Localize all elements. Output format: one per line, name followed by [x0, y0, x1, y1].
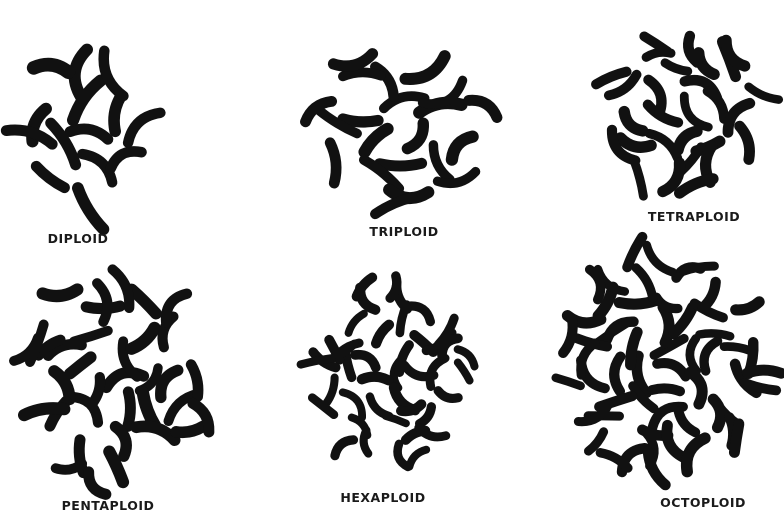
chromosome — [647, 245, 673, 272]
chromosome — [430, 358, 445, 386]
chromosome — [627, 237, 642, 267]
chromosome — [703, 282, 716, 308]
chromosome — [132, 328, 155, 349]
chromosome — [726, 40, 745, 66]
chromosome — [749, 87, 779, 100]
chromosome — [407, 123, 423, 148]
chromosome — [724, 347, 750, 351]
chromosome — [343, 119, 378, 122]
label-octoploid: OCTOPLOID — [660, 495, 746, 510]
chromosome — [687, 438, 705, 471]
chromosome — [657, 363, 685, 376]
chromosome — [636, 268, 653, 298]
label-diploid: DIPLOID — [48, 231, 109, 246]
chromosome — [704, 341, 718, 371]
chromosome — [690, 339, 697, 372]
chromosome — [556, 378, 581, 386]
chromosome — [334, 54, 373, 66]
chromosome — [114, 96, 121, 132]
chromosome — [376, 325, 389, 344]
chromosome — [679, 411, 696, 432]
chromosome — [663, 307, 669, 343]
panel-hexaploid — [301, 276, 475, 467]
chromosome — [644, 36, 668, 51]
chromosome — [362, 377, 389, 381]
chromosome — [684, 96, 708, 127]
chromosome — [663, 163, 680, 192]
label-pentaploid: PENTAPLOID — [62, 498, 155, 513]
panel-octoploid — [556, 237, 781, 485]
chromosome — [54, 371, 69, 399]
chromosome — [634, 160, 644, 196]
chromosome — [684, 266, 715, 271]
chromosome — [386, 416, 406, 423]
chromosome — [111, 151, 142, 168]
chromosome — [36, 166, 64, 187]
chromosome — [469, 100, 497, 117]
chromosome — [419, 428, 446, 437]
chromosome — [70, 357, 91, 373]
chromosome — [128, 113, 160, 143]
chromosome — [343, 72, 381, 76]
chromosome — [438, 391, 458, 399]
chromosome — [667, 425, 683, 457]
chromosome — [132, 290, 156, 314]
chromosome — [176, 427, 203, 433]
chromosome — [70, 129, 108, 139]
chromosome — [708, 91, 725, 119]
chromosome — [104, 51, 124, 96]
chromosome — [380, 163, 422, 166]
chromosome — [736, 302, 760, 310]
chromosome — [365, 129, 388, 152]
chromosome — [116, 427, 127, 457]
chromosome — [740, 126, 750, 159]
chromosome — [621, 138, 652, 147]
chromosome — [330, 143, 336, 183]
chromosome — [614, 357, 620, 392]
chromosome — [78, 188, 104, 229]
chromosome — [406, 56, 445, 79]
chromosome — [590, 270, 601, 300]
panel-triploid — [306, 54, 498, 214]
chromosome — [596, 72, 626, 85]
chromosome — [452, 137, 473, 160]
panel-pentaploid — [14, 270, 209, 495]
chromosome — [390, 276, 397, 298]
chromosome — [747, 370, 781, 373]
chromosome — [43, 290, 78, 297]
chromosome — [161, 370, 178, 397]
chromosome — [355, 355, 376, 368]
chromosome — [24, 408, 64, 415]
chromosome — [364, 430, 369, 453]
chromosome — [652, 388, 680, 391]
chromosome — [335, 440, 354, 456]
label-tetraploid: TETRAPLOID — [648, 209, 740, 224]
panel-diploid — [6, 50, 160, 230]
label-triploid: TRIPLOID — [369, 224, 438, 239]
chromosome — [563, 318, 573, 353]
chromosome — [665, 63, 688, 71]
chromosome — [409, 450, 426, 467]
chromosome — [744, 383, 776, 391]
chromosome — [128, 392, 131, 427]
chromosome — [690, 372, 702, 404]
chromosome — [324, 378, 335, 407]
panel-tetraploid — [596, 36, 779, 196]
chromosome — [97, 283, 107, 322]
label-hexaploid: HEXAPLOID — [340, 490, 425, 505]
chromosome — [375, 198, 412, 215]
chromosome — [34, 65, 69, 73]
chromosome — [136, 426, 174, 440]
chromosome — [56, 464, 83, 470]
chromosome — [89, 472, 106, 494]
chromosome — [458, 362, 470, 380]
chromosome — [624, 112, 643, 131]
chromosome — [734, 424, 739, 453]
chromosome — [409, 306, 431, 322]
chromosome — [349, 314, 365, 333]
chromosome — [699, 333, 730, 336]
